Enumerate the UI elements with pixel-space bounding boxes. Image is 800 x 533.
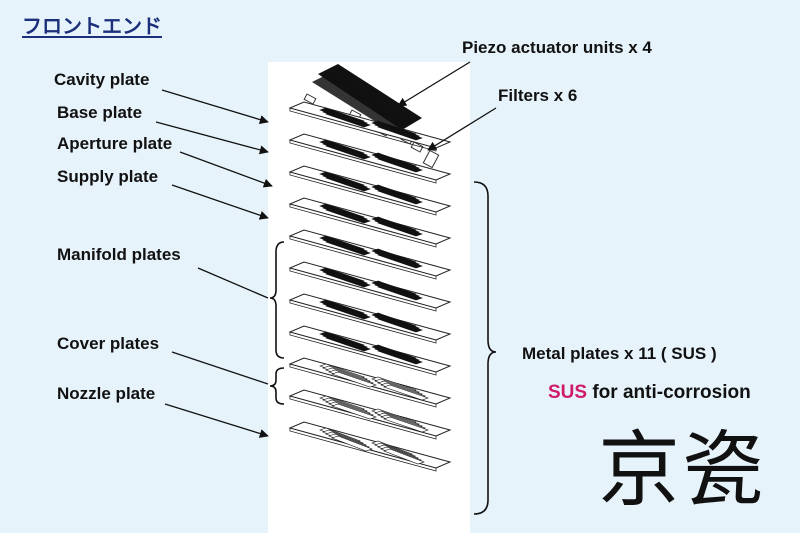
plate-manifold bbox=[288, 325, 452, 376]
leader-lines bbox=[155, 61, 497, 438]
manifold-brace bbox=[269, 241, 285, 359]
aperture-leader bbox=[179, 151, 273, 188]
piezo-leader bbox=[397, 61, 471, 107]
brand-logo-text: 京瓷 bbox=[598, 423, 767, 518]
label-filters: Filters x 6 bbox=[498, 86, 578, 105]
filters-leader bbox=[427, 107, 497, 151]
plate-stack bbox=[288, 101, 452, 472]
plate-manifold bbox=[288, 261, 452, 312]
supply-leader bbox=[171, 184, 269, 220]
label-nozzle-plate: Nozzle plate bbox=[57, 384, 156, 403]
sus-note-text: for anti-corrosion bbox=[587, 382, 751, 403]
plate-base bbox=[288, 133, 452, 184]
label-supply-plate: Supply plate bbox=[57, 167, 159, 186]
cover-leader bbox=[171, 351, 269, 385]
metal-brace bbox=[473, 181, 497, 515]
plate-nozzle bbox=[288, 421, 452, 472]
cover-brace bbox=[269, 367, 285, 405]
plate-supply bbox=[288, 197, 452, 248]
label-base-plate: Base plate bbox=[57, 103, 143, 122]
sus-highlight: SUS bbox=[548, 382, 588, 403]
label-aperture-plate: Aperture plate bbox=[57, 134, 173, 153]
label-piezo-actuator: Piezo actuator units x 4 bbox=[462, 38, 652, 57]
plate-manifold bbox=[288, 229, 452, 280]
sus-note: SUS for anti-corrosion bbox=[548, 382, 751, 404]
label-metal-plates: Metal plates x 11 ( SUS ) bbox=[522, 344, 717, 363]
cavity-leader bbox=[161, 89, 269, 124]
plate-cover bbox=[288, 389, 452, 440]
nozzle-leader bbox=[164, 403, 269, 438]
section-heading: フロントエンド bbox=[22, 14, 162, 38]
braces bbox=[269, 181, 497, 515]
label-cavity-plate: Cavity plate bbox=[54, 70, 150, 89]
manifold-leader bbox=[197, 267, 269, 299]
plate-cavity bbox=[288, 101, 452, 152]
label-cover-plates: Cover plates bbox=[57, 334, 160, 353]
plate-aperture bbox=[288, 165, 452, 216]
piezo-actuator-units bbox=[312, 64, 422, 132]
plate-manifold bbox=[288, 293, 452, 344]
plate-cover bbox=[288, 357, 452, 408]
base-leader bbox=[155, 121, 269, 155]
label-manifold-plates: Manifold plates bbox=[57, 245, 181, 264]
